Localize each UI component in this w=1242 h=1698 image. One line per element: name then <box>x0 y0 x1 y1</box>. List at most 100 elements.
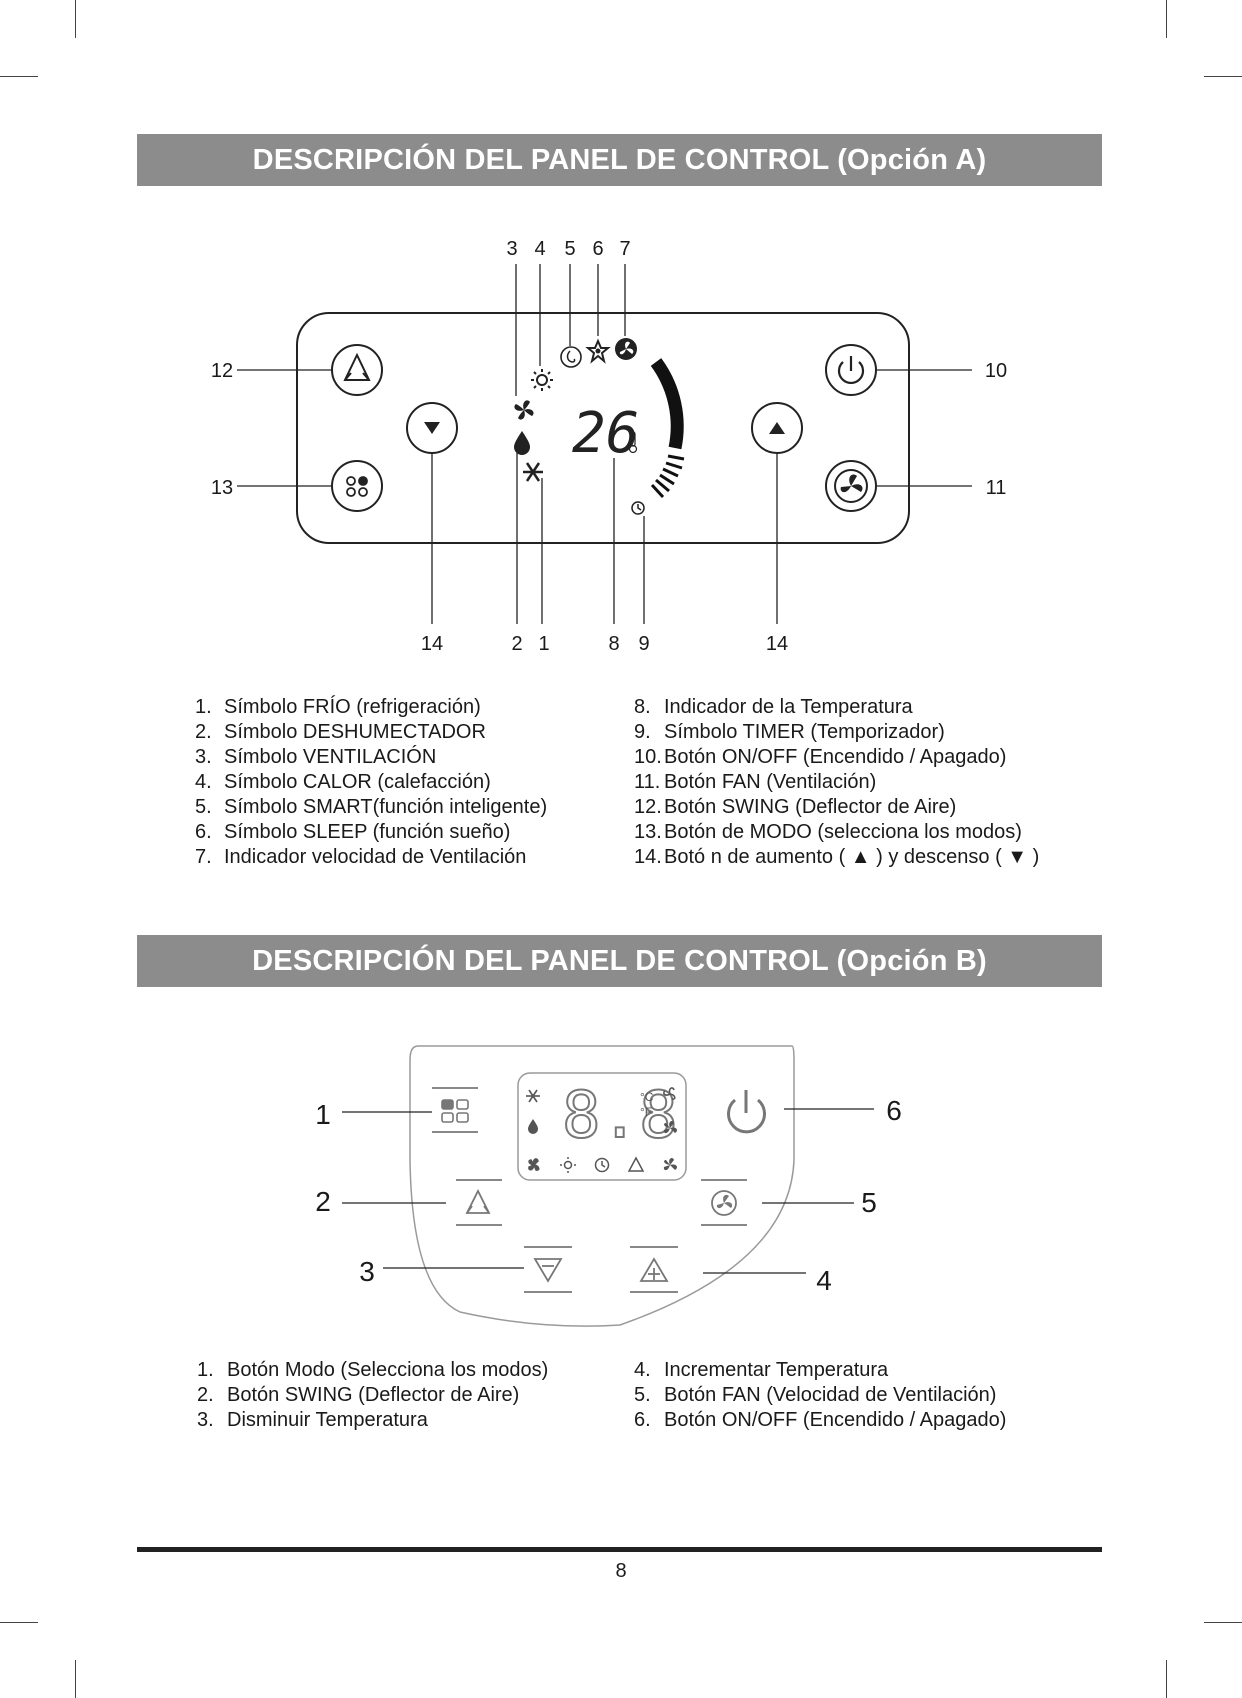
smart-icon <box>560 346 582 368</box>
legend-a-right: 8.Indicador de la Temperatura 9.Símbolo … <box>634 695 1039 870</box>
list-item: 10.Botón ON/OFF (Encendido / Apagado) <box>634 746 1007 768</box>
list-item: 2.Botón SWING (Deflector de Aire) <box>197 1384 520 1406</box>
mode-icon <box>346 476 368 497</box>
fan-button[interactable] <box>701 1179 747 1226</box>
legend-b-left: 1.Botón Modo (Selecciona los modos) 2.Bo… <box>197 1358 548 1433</box>
footer-rule <box>137 1547 1102 1552</box>
callout-8: 8 <box>608 633 619 655</box>
list-item: 4.Símbolo CALOR (calefacción) <box>195 771 491 793</box>
callout-6: 6 <box>592 238 603 260</box>
swing-icon <box>465 1188 491 1214</box>
heat-icon <box>531 369 553 391</box>
crop-mark <box>1166 1660 1167 1698</box>
dehumidify-icon <box>528 1119 538 1134</box>
swing-button[interactable] <box>331 344 383 396</box>
callout-1: 1 <box>538 633 549 655</box>
fan-icon <box>711 1190 737 1216</box>
legend-a-left: 1.Símbolo FRÍO (refrigeración) 2.Símbolo… <box>195 695 547 870</box>
fan-speed-icon <box>663 1157 678 1171</box>
crop-mark <box>0 76 38 77</box>
unit-celsius: °C <box>640 1090 654 1104</box>
crop-mark <box>1204 1622 1242 1623</box>
panel-b-digits: 8.8 <box>562 1079 678 1153</box>
legend-b-right: 4.Incrementar Temperatura 5.Botón FAN (V… <box>634 1358 1006 1433</box>
temp-up-button[interactable] <box>751 402 803 454</box>
swing-button[interactable] <box>456 1179 502 1226</box>
list-item: 4.Incrementar Temperatura <box>634 1359 889 1381</box>
callout-b-6: 6 <box>886 1095 902 1126</box>
panel-b-outline <box>409 1045 795 1327</box>
panel-a-outline <box>296 312 910 544</box>
mode-button[interactable] <box>331 460 383 512</box>
power-button[interactable] <box>825 344 877 396</box>
temp-down-button[interactable] <box>524 1246 572 1293</box>
thermometer-icon <box>628 431 638 454</box>
temp-up-button[interactable] <box>630 1246 678 1293</box>
callout-4: 4 <box>534 238 545 260</box>
cool-icon <box>526 1089 540 1103</box>
panel-b-status-row <box>528 1156 678 1173</box>
mode-icon <box>441 1099 469 1123</box>
list-item: 8.Indicador de la Temperatura <box>634 696 913 718</box>
list-item: 2.Símbolo DESHUMECTADOR <box>195 721 486 743</box>
heat-icon <box>560 1157 576 1173</box>
callout-3: 3 <box>506 238 517 260</box>
fan-button[interactable] <box>825 460 877 512</box>
callout-9: 9 <box>638 633 649 655</box>
callout-b-1: 1 <box>315 1099 331 1130</box>
plus-triangle-icon <box>639 1257 669 1282</box>
callout-14-right: 14 <box>766 633 788 655</box>
sleep-icon <box>585 338 611 364</box>
callout-2: 2 <box>511 633 522 655</box>
up-arrow-icon <box>769 422 785 434</box>
list-item: 1.Símbolo FRÍO (refrigeración) <box>195 696 481 718</box>
temp-down-button[interactable] <box>406 402 458 454</box>
list-item: 6.Símbolo SLEEP (función sueño) <box>195 821 511 843</box>
fan-speed-icon <box>663 1120 678 1134</box>
ventilation-icon <box>663 1087 676 1100</box>
unit-fahrenheit: °F <box>640 1105 652 1119</box>
fan-speed-icon <box>615 338 637 360</box>
cool-icon <box>523 462 543 482</box>
list-item: 7.Indicador velocidad de Ventilación <box>195 846 527 868</box>
dehumidify-icon <box>514 431 530 455</box>
callout-7: 7 <box>619 238 630 260</box>
callout-10: 10 <box>985 360 1007 382</box>
fan-speed-bars <box>650 454 685 499</box>
callout-5: 5 <box>564 238 575 260</box>
crop-mark <box>75 1660 76 1698</box>
fan-icon <box>834 469 868 503</box>
callout-12: 12 <box>211 360 233 382</box>
list-item: 9.Símbolo TIMER (Temporizador) <box>634 721 945 743</box>
power-icon <box>837 356 865 384</box>
callout-14-left: 14 <box>421 633 443 655</box>
list-item: 11.Botón FAN (Ventilación) <box>634 771 877 793</box>
panel-b-display <box>517 1072 687 1181</box>
crop-mark <box>1166 0 1167 38</box>
callout-b-3: 3 <box>359 1256 375 1287</box>
list-item: 6.Botón ON/OFF (Encendido / Apagado) <box>634 1409 1007 1431</box>
list-item: 12.Botón SWING (Deflector de Aire) <box>634 796 957 818</box>
power-icon <box>727 1090 766 1134</box>
swing-icon <box>343 352 371 381</box>
callout-11: 11 <box>986 477 1007 499</box>
temperature-display: 26 <box>572 401 639 466</box>
ventilation-icon <box>528 1158 540 1171</box>
timer-icon <box>631 501 645 515</box>
callout-b-2: 2 <box>315 1186 331 1217</box>
power-button[interactable] <box>727 1090 766 1134</box>
callout-13: 13 <box>211 477 233 499</box>
list-item: 3.Disminuir Temperatura <box>197 1409 428 1431</box>
timer-icon <box>594 1157 610 1173</box>
mode-button[interactable] <box>432 1087 478 1133</box>
crop-mark <box>0 1622 38 1623</box>
page-number: 8 <box>615 1560 627 1582</box>
swing-icon <box>627 1156 645 1172</box>
ventilation-icon <box>514 400 534 420</box>
list-item: 14.Botó n de aumento ( ▲ ) y descenso ( … <box>634 846 1040 868</box>
list-item: 3.Símbolo VENTILACIÓN <box>195 746 437 768</box>
list-item: 1.Botón Modo (Selecciona los modos) <box>197 1359 549 1381</box>
down-arrow-icon <box>424 422 440 434</box>
crop-mark <box>75 0 76 38</box>
section-a-title: DESCRIPCIÓN DEL PANEL DE CONTROL (Opción… <box>137 134 1102 186</box>
